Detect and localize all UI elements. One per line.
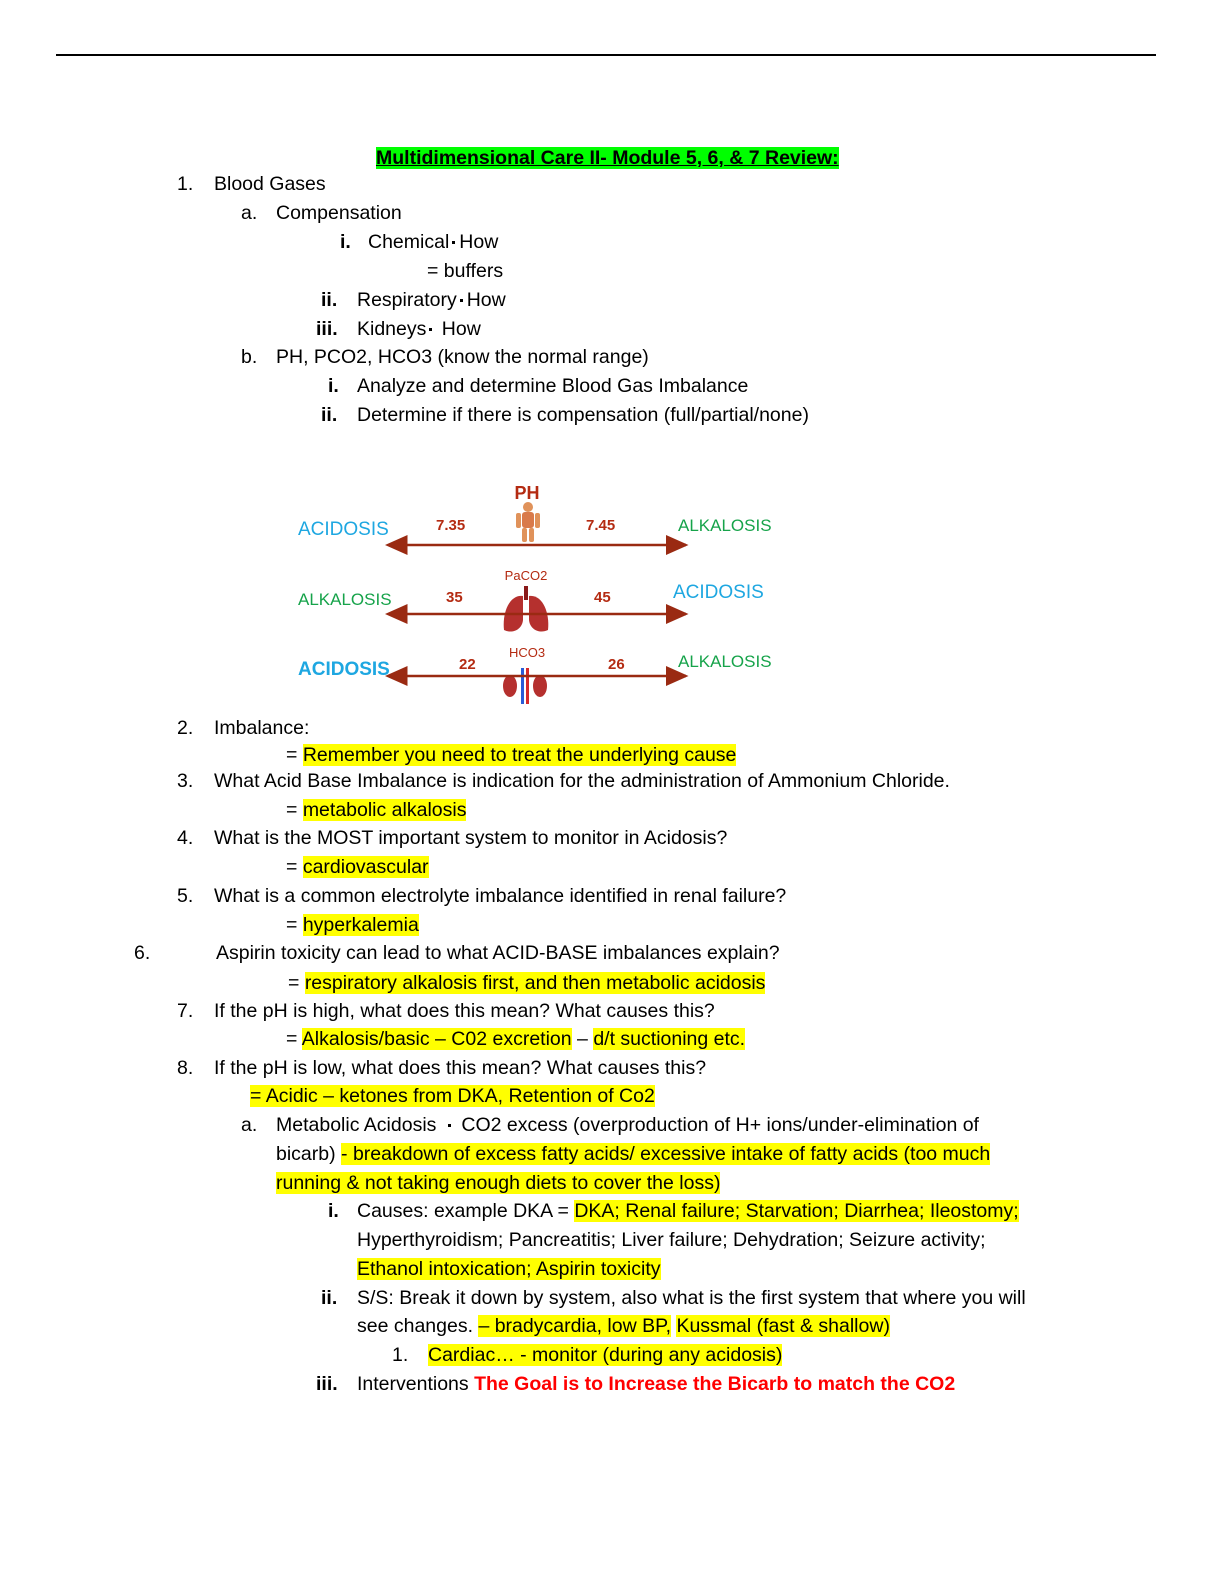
answer-4: = cardiovascular bbox=[286, 856, 429, 878]
ss-line-1: S/S: Break it down by system, also what … bbox=[357, 1287, 1026, 1309]
list-number-3: 3. bbox=[177, 770, 194, 792]
bullet-dot bbox=[459, 299, 463, 303]
question-5: What is a common electrolyte imbalance i… bbox=[214, 885, 787, 907]
list-number-4: 4. bbox=[177, 827, 194, 849]
row1-right-label: ALKALOSIS bbox=[678, 516, 772, 535]
row1-high-value: 7.45 bbox=[586, 517, 615, 534]
list-number-7: 7. bbox=[177, 1000, 194, 1022]
row3-low-value: 22 bbox=[459, 656, 476, 673]
question-6: Aspirin toxicity can lead to what ACID-B… bbox=[216, 942, 780, 964]
ph-title: PH bbox=[514, 483, 539, 503]
item-ph-pco2-hco3: PH, PCO2, HCO3 (know the normal range) bbox=[276, 346, 649, 368]
list-number-2: 2. bbox=[177, 717, 194, 739]
list-roman-i-b: i. bbox=[328, 375, 339, 397]
answer-6: = respiratory alkalosis first, and then … bbox=[288, 972, 766, 994]
answer-7: = Alkalosis/basic – C02 excretion – d/t … bbox=[286, 1028, 746, 1050]
list-roman-iii-interventions: iii. bbox=[316, 1373, 338, 1395]
question-2: Imbalance: bbox=[214, 717, 310, 739]
list-roman-i-causes: i. bbox=[328, 1200, 339, 1222]
row2-low-value: 35 bbox=[446, 589, 463, 606]
causes-line-3: Ethanol intoxication; Aspirin toxicity bbox=[357, 1258, 661, 1280]
header-rule bbox=[56, 54, 1156, 56]
bullet-dot bbox=[448, 1124, 452, 1128]
paco2-title: PaCO2 bbox=[505, 568, 548, 583]
row2-right-label: ACIDOSIS bbox=[673, 582, 764, 603]
item-analyze: Analyze and determine Blood Gas Imbalanc… bbox=[357, 375, 749, 397]
list-roman-ii: ii. bbox=[321, 289, 338, 311]
list-letter-b: b. bbox=[241, 346, 258, 368]
ss-line-2: see changes. – bradycardia, low BP, Kuss… bbox=[357, 1315, 890, 1337]
item-blood-gases: Blood Gases bbox=[214, 173, 326, 195]
document-title: Multidimensional Care II- Module 5, 6, &… bbox=[376, 147, 839, 169]
item-compensation: Compensation bbox=[276, 202, 402, 224]
list-number-1-cardiac: 1. bbox=[392, 1344, 409, 1366]
list-number-1: 1. bbox=[177, 173, 194, 195]
hco3-title: HCO3 bbox=[509, 645, 545, 660]
list-roman-ii-ss: ii. bbox=[321, 1287, 338, 1309]
interventions-line: Interventions The Goal is to Increase th… bbox=[357, 1373, 956, 1395]
cardiac-line: Cardiac… - monitor (during any acidosis) bbox=[428, 1344, 783, 1366]
item-buffers: = buffers bbox=[427, 260, 504, 282]
row3-high-value: 26 bbox=[608, 656, 625, 673]
list-roman-iii: iii. bbox=[316, 318, 338, 340]
row1-low-value: 7.35 bbox=[436, 517, 465, 534]
answer-5: = hyperkalemia bbox=[286, 914, 419, 936]
row3-right-label: ALKALOSIS bbox=[678, 652, 772, 671]
item-determine: Determine if there is compensation (full… bbox=[357, 404, 809, 426]
list-letter-a-metabolic: a. bbox=[241, 1114, 258, 1136]
row2-left-label: ALKALOSIS bbox=[298, 590, 392, 609]
question-3: What Acid Base Imbalance is indication f… bbox=[214, 770, 950, 792]
item-kidneys: Kidneys How bbox=[357, 318, 481, 340]
list-letter-a: a. bbox=[241, 202, 258, 224]
list-number-6: 6. bbox=[134, 942, 151, 964]
row1-left-label: ACIDOSIS bbox=[298, 519, 389, 540]
metabolic-line-3: running & not taking enough diets to cov… bbox=[276, 1172, 721, 1194]
causes-line-2: Hyperthyroidism; Pancreatitis; Liver fai… bbox=[357, 1229, 986, 1251]
bullet-dot bbox=[429, 328, 433, 332]
human-body-icon bbox=[516, 502, 540, 542]
question-7: If the pH is high, what does this mean? … bbox=[214, 1000, 715, 1022]
list-number-5: 5. bbox=[177, 885, 194, 907]
answer-2: = Remember you need to treat the underly… bbox=[286, 744, 737, 766]
row2-high-value: 45 bbox=[594, 589, 611, 606]
lungs-icon bbox=[503, 586, 549, 632]
metabolic-line-2: bicarb) - breakdown of excess fatty acid… bbox=[276, 1143, 991, 1165]
list-roman-ii-b: ii. bbox=[321, 404, 338, 426]
bullet-dot bbox=[452, 241, 456, 245]
row3-left-label: ACIDOSIS bbox=[298, 659, 390, 680]
answer-8: = Acidic – ketones from DKA, Retention o… bbox=[250, 1085, 655, 1107]
list-number-8: 8. bbox=[177, 1057, 194, 1079]
question-4: What is the MOST important system to mon… bbox=[214, 827, 728, 849]
question-8: If the pH is low, what does this mean? W… bbox=[214, 1057, 707, 1079]
answer-3: = metabolic alkalosis bbox=[286, 799, 467, 821]
causes-line-1: Causes: example DKA = DKA; Renal failure… bbox=[357, 1200, 1019, 1222]
kidneys-icon bbox=[503, 668, 547, 704]
list-roman-i: i. bbox=[340, 231, 351, 253]
